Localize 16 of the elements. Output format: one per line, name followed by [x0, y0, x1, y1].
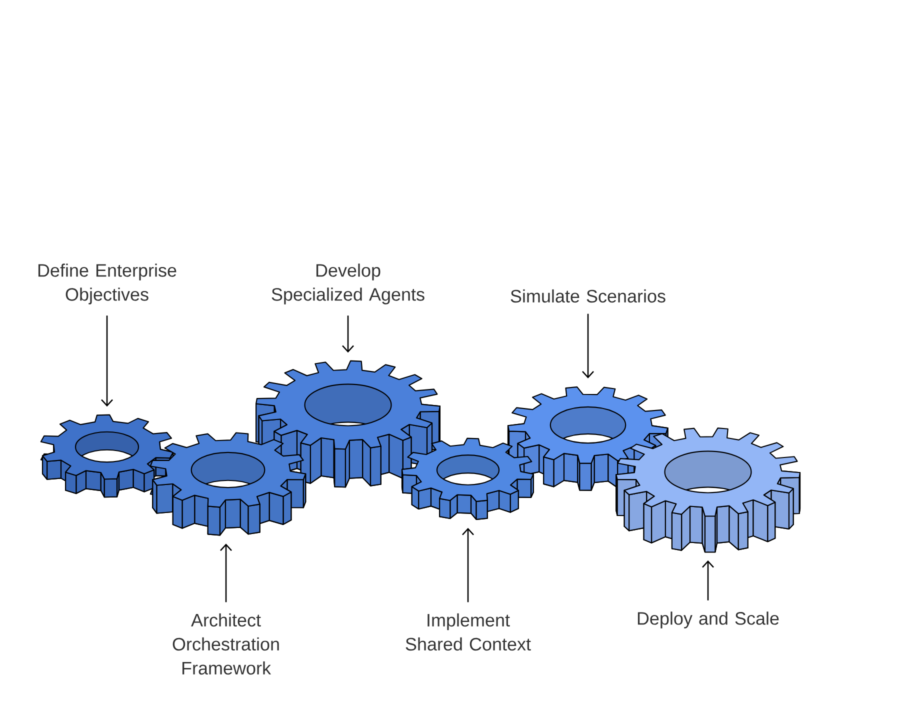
arrow [101, 316, 113, 407]
arrow [342, 316, 354, 353]
step-label: Simulate Scenarios [510, 289, 666, 303]
gear-drawing [150, 432, 306, 536]
arrow [220, 544, 232, 602]
step-label: Develop Specialized Agents [272, 264, 424, 304]
step-label: Architect Orchestration Framework [172, 613, 279, 675]
step-label: Implement Shared Context [406, 613, 531, 651]
gear-drawing [401, 438, 534, 520]
step-label: Define Enterprise Objectives [38, 264, 176, 304]
gear-drawing [40, 414, 174, 498]
step-label: Deploy and Scale [638, 612, 779, 628]
gear-drawing [616, 428, 801, 553]
arrow [462, 528, 474, 602]
arrow [582, 314, 594, 378]
arrow [702, 560, 714, 600]
